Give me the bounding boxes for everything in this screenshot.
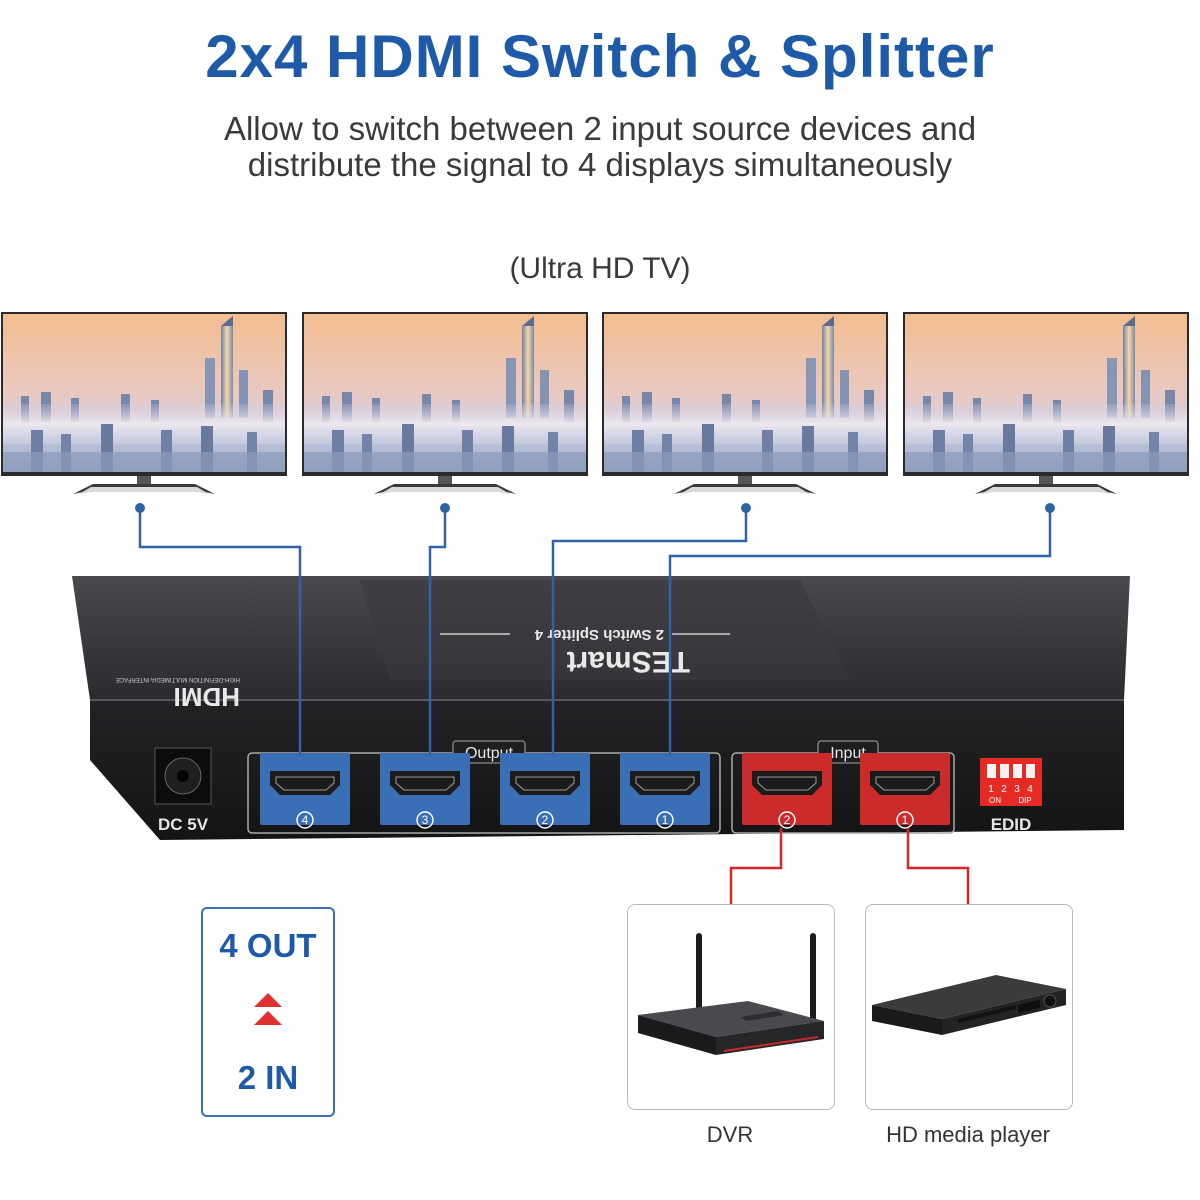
hdmi-logo-subtext: HIGH-DEFINITION MULTIMEDIA INTERFACE xyxy=(116,676,240,682)
subtitle-line-2: distribute the signal to 4 displays simu… xyxy=(247,146,953,183)
hdmi-logo-text: HDMI xyxy=(174,682,240,712)
page-title: 2x4 HDMI Switch & Splitter xyxy=(205,23,995,90)
output-port-2-number: 2 xyxy=(542,813,549,827)
subtitle-line-1: Allow to switch between 2 input source d… xyxy=(223,110,977,147)
output-port-4-number: 4 xyxy=(302,813,309,827)
dc-power-label: DC 5V xyxy=(158,815,209,834)
input-group-label: Input xyxy=(830,745,866,762)
edid-label: EDID xyxy=(991,815,1032,834)
line-tv2-output3 xyxy=(428,508,447,755)
dip-number-2: 2 xyxy=(1001,784,1007,795)
model-name: 2 Switch Splitter 4 xyxy=(534,626,664,643)
input-port-1-number: 1 xyxy=(902,813,909,827)
line-tv4-output1 xyxy=(668,508,1052,755)
line-tv3-output2 xyxy=(551,508,748,755)
dip-text-label: DIP xyxy=(1018,796,1031,805)
hdmi-logo: HDMI HIGH-DEFINITION MULTIMEDIA INTERFAC… xyxy=(116,676,240,712)
input-port-2-number: 2 xyxy=(784,813,791,827)
dip-number-3: 3 xyxy=(1014,784,1020,795)
media-player-icon xyxy=(872,975,1066,1035)
output-port-3-number: 3 xyxy=(422,813,429,827)
display-type-label: (Ultra HD TV) xyxy=(509,252,691,285)
dip-on-label: ON xyxy=(989,796,1001,805)
out-count-label: 4 OUT xyxy=(219,927,317,964)
line-tv1-output4 xyxy=(138,508,302,755)
dip-number-4: 4 xyxy=(1027,784,1033,795)
media-player-device-card xyxy=(865,904,1073,1110)
line-input1-media-player xyxy=(906,828,970,905)
dvr-device-card xyxy=(627,904,835,1110)
dvr-label: DVR xyxy=(706,1122,754,1147)
up-arrows-icon xyxy=(254,993,282,1025)
hdmi-switch-device: TESmart 2 Switch Splitter 4 HDMI HIGH-DE… xyxy=(72,576,1130,840)
io-summary-box: 4 OUT 2 IN xyxy=(201,907,335,1117)
dvr-icon xyxy=(638,933,824,1055)
in-count-label: 2 IN xyxy=(237,1059,299,1096)
media-player-label: HD media player xyxy=(886,1122,1050,1147)
output-port-1-number: 1 xyxy=(662,813,669,827)
dip-number-1: 1 xyxy=(988,784,994,795)
line-input2-dvr xyxy=(729,828,783,905)
